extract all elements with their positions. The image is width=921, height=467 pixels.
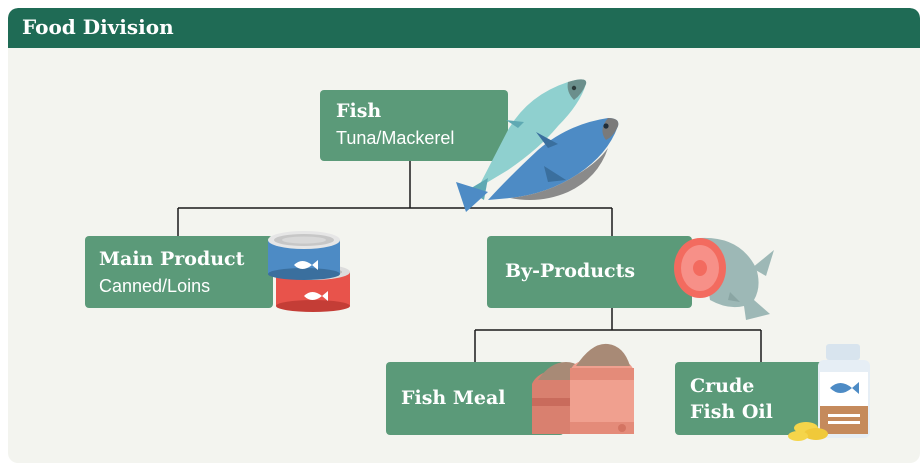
connector-lines — [177, 161, 762, 362]
fish-node-subtitle: Tuna/Mackerel — [336, 128, 455, 148]
sacks-icon — [532, 343, 634, 434]
fish-cut-icon — [674, 237, 774, 320]
fish-node-title: Fish — [336, 100, 382, 122]
fish-meal-node-title: Fish Meal — [401, 387, 506, 409]
panel-header: Food Division — [8, 8, 920, 48]
crude-fish-oil-title-line2: Fish Oil — [690, 401, 773, 423]
fish-node: Fish Tuna/Mackerel — [320, 90, 508, 161]
main-product-node-title: Main Product — [99, 248, 245, 270]
fish-icon — [456, 79, 619, 212]
cans-icon — [268, 231, 350, 312]
food-division-panel: Food Division Fish Tuna/Mackerel — [8, 8, 920, 463]
by-products-node-title: By-Products — [505, 260, 636, 282]
by-products-node: By-Products — [487, 236, 692, 308]
main-product-node-subtitle: Canned/Loins — [99, 276, 211, 296]
panel-title: Food Division — [22, 15, 174, 39]
crude-fish-oil-title-line1: Crude — [690, 375, 755, 397]
oil-bottle-icon — [788, 344, 870, 441]
main-product-node: Main Product Canned/Loins — [85, 236, 273, 308]
